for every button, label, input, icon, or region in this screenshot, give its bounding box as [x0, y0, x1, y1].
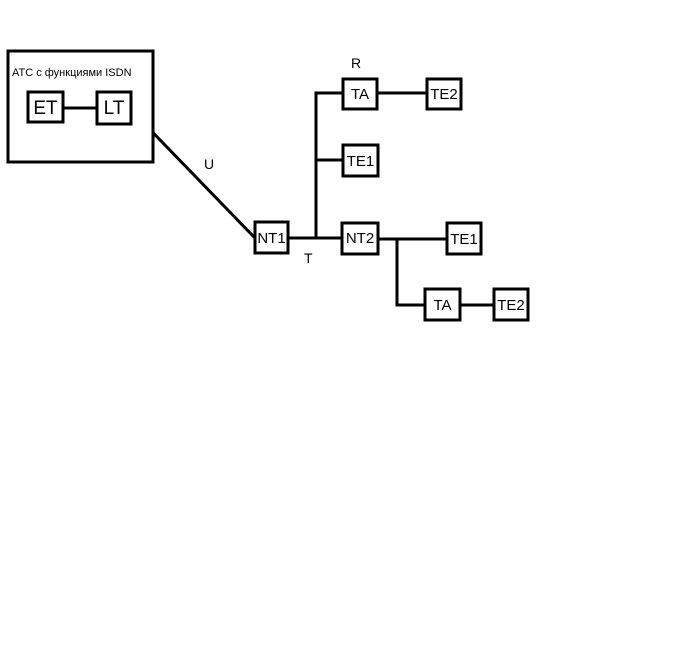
ref-point-t: T: [304, 250, 313, 266]
ref-point-r: R: [351, 55, 361, 71]
lt-label: LT: [104, 98, 125, 119]
nt1-label: NT1: [257, 230, 285, 247]
ref-point-u: U: [204, 156, 214, 172]
te2-bottom-box: [492, 287, 530, 322]
te2-top-node: TE2: [425, 77, 463, 111]
te2-top-label: TE2: [430, 86, 458, 103]
nt2-node: NT2: [340, 221, 380, 256]
ta-bottom-box: [423, 287, 462, 322]
reference-points: U T R: [204, 55, 361, 266]
te1-top-box: [341, 143, 380, 178]
ta-top-box: [341, 77, 379, 111]
te1-top-node: TE1: [341, 143, 380, 178]
te1-top-label: TE1: [347, 153, 375, 170]
ta-top-node: TA: [341, 77, 379, 111]
ta-top-label: TA: [351, 86, 369, 103]
te1-bottom-box: [445, 221, 483, 256]
exchange-title: АТС с функциями ISDN: [12, 67, 132, 79]
te2-bottom-node: TE2: [492, 287, 530, 322]
et-label: ET: [33, 98, 58, 119]
nt1-box: [253, 220, 290, 255]
te2-bottom-label: TE2: [497, 297, 525, 314]
te2-top-box: [425, 77, 463, 111]
lt-box: [95, 90, 133, 126]
nt2-box: [340, 221, 380, 256]
nt2-label: NT2: [346, 230, 374, 247]
exchange-block: АТС с функциями ISDN ET LT: [6, 49, 155, 164]
nt1-node: NT1: [253, 220, 290, 255]
ta-bottom-node: TA: [423, 287, 462, 322]
te1-bottom-node: TE1: [445, 221, 483, 256]
te1-bottom-label: TE1: [450, 231, 478, 248]
ta-bottom-label: TA: [433, 297, 451, 314]
